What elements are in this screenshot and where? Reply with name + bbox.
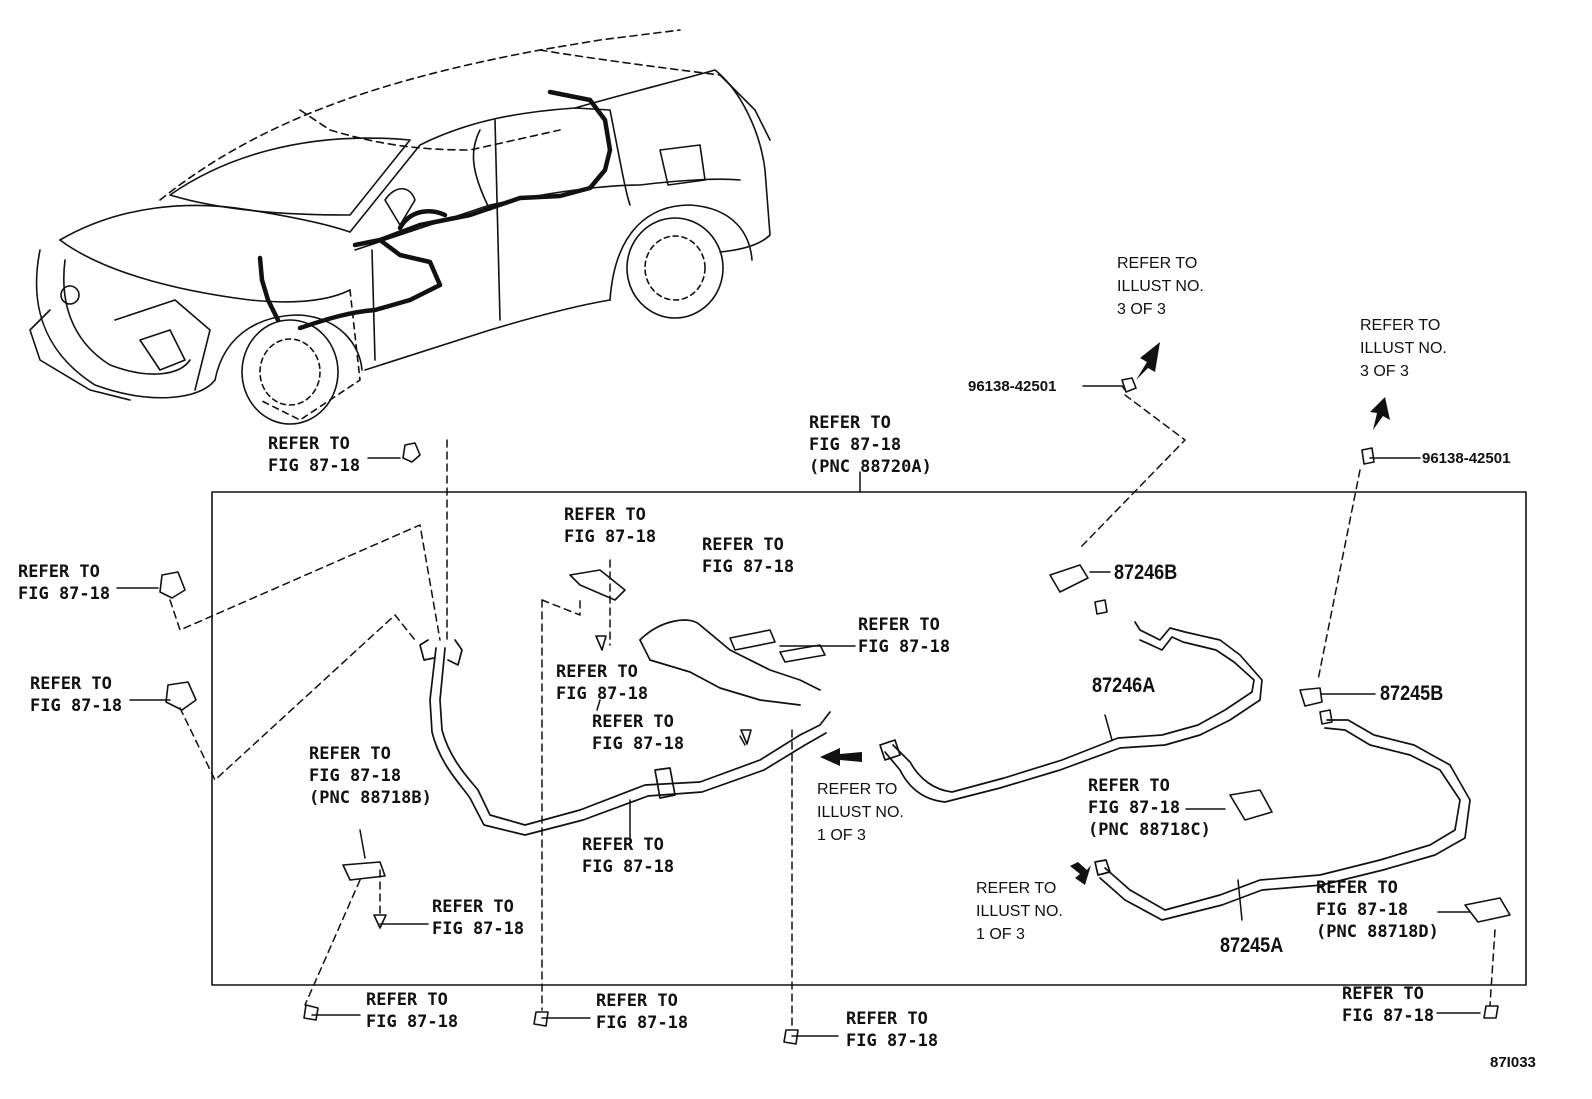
callout-refer-fig-bracket-b: REFER TO FIG 87-18 (702, 535, 795, 577)
callout-refer-fig-bottom-4: REFER TO FIG 87-18 (1342, 984, 1435, 1026)
callout-refer-fig-bracket-a: REFER TO FIG 87-18 (564, 505, 657, 547)
callout-refer-fig-bolt-left: REFER TO FIG 87-18 (432, 897, 525, 939)
part-number-87246a: 87246A (1092, 674, 1156, 697)
arrow-up-icon (1370, 397, 1390, 430)
vehicle-illustration (29, 29, 771, 425)
callout-refer-fig-bracket-c: REFER TO FIG 87-18 (858, 615, 951, 657)
part-number-87245a: 87245A (1220, 934, 1284, 957)
callout-refer-fig-bolt-b: REFER TO FIG 87-18 (592, 712, 685, 754)
callout-refer-fig-left-2: REFER TO FIG 87-18 (30, 674, 123, 716)
cooler-pipes (419, 619, 1471, 921)
arrow-left-icon (820, 748, 862, 766)
callout-refer-fig-bottom-2: REFER TO FIG 87-18 (596, 991, 689, 1033)
callout-refer-illust-1of3-b: REFER TO ILLUST NO. 1 OF 3 (976, 880, 1063, 943)
callout-refer-fig-clamp: REFER TO FIG 87-18 (582, 835, 675, 877)
part-number-clip-a: 96138-42501 (968, 378, 1057, 395)
fasteners (159, 377, 1511, 1045)
callout-refer-fig-88718c: REFER TO FIG 87-18 (PNC 88718C) (1088, 776, 1211, 840)
assembly-frame (211, 491, 1527, 986)
callout-refer-illust-1of3-a: REFER TO ILLUST NO. 1 OF 3 (817, 781, 904, 844)
callout-refer-fig-88718d: REFER TO FIG 87-18 (PNC 88718D) (1316, 878, 1439, 942)
part-number-87246b: 87246B (1114, 561, 1178, 584)
callout-refer-illust-3of3-a: REFER TO ILLUST NO. 3 OF 3 (1117, 255, 1204, 318)
callout-refer-fig-88718b: REFER TO FIG 87-18 (PNC 88718B) (309, 744, 432, 808)
arrow-up-icon (1136, 342, 1160, 380)
part-number-87245b: 87245B (1380, 682, 1444, 705)
direction-arrows (820, 342, 1390, 885)
arrow-down-icon (1070, 862, 1091, 885)
callout-refer-fig-bolt-a: REFER TO FIG 87-18 (556, 662, 649, 704)
callout-refer-fig-top-left: REFER TO FIG 87-18 (268, 434, 361, 476)
callout-refer-fig-bottom-3: REFER TO FIG 87-18 (846, 1009, 939, 1051)
part-number-clip-b: 96138-42501 (1422, 450, 1511, 467)
callout-refer-fig-bottom-1: REFER TO FIG 87-18 (366, 990, 459, 1032)
leader-lines (116, 385, 1496, 1037)
callout-refer-fig-left-1: REFER TO FIG 87-18 (18, 562, 111, 604)
callout-refer-illust-3of3-b: REFER TO ILLUST NO. 3 OF 3 (1360, 317, 1447, 380)
callout-refer-fig-88720a: REFER TO FIG 87-18 (PNC 88720A) (809, 413, 932, 477)
illustration-code: 87I033 (1490, 1054, 1536, 1071)
